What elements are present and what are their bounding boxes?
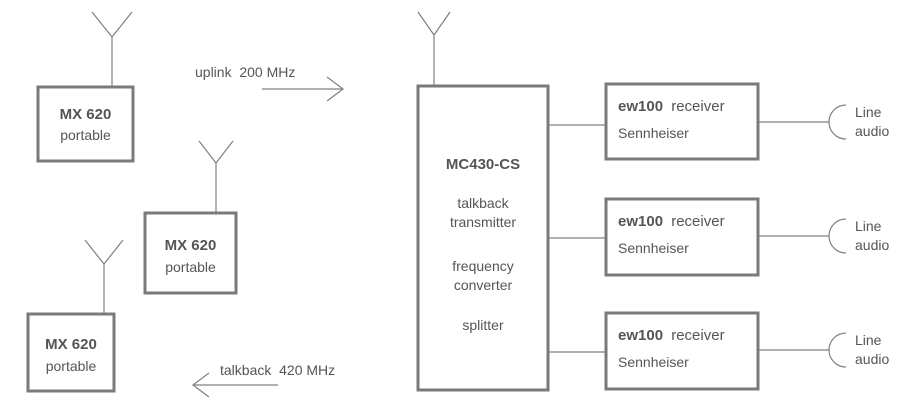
portable-unit-2: MX 620 portable — [143, 140, 238, 295]
talkback-arrow — [192, 372, 278, 398]
antenna-icon — [91, 11, 133, 87]
central-unit-title: MC430-CS — [446, 156, 520, 173]
receiver-brand: Sennheiser — [618, 125, 689, 141]
receiver-name: receiver — [671, 213, 724, 230]
receiver-model: ew100 — [618, 98, 663, 115]
central-unit-box — [416, 84, 550, 392]
portable-type: portable — [165, 259, 216, 275]
portable-unit-1: MX 620 portable — [36, 11, 135, 163]
receiver-unit-1: ew100 receiver Sennheiser Line audio — [548, 82, 889, 161]
receiver-name: receiver — [671, 98, 724, 115]
function-label: transmitter — [450, 214, 516, 230]
receiver-unit-2: ew100 receiver Sennheiser Line audio — [548, 197, 889, 277]
output-label: audio — [855, 351, 889, 367]
function-label: frequency — [452, 258, 513, 274]
receiver-name: receiver — [671, 327, 724, 344]
receiver-box — [604, 197, 760, 277]
receiver-brand: Sennheiser — [618, 354, 689, 370]
antenna-icon — [84, 239, 124, 314]
receiver-title: ew100 receiver — [618, 213, 725, 230]
receiver-box — [604, 311, 760, 391]
function-label: converter — [454, 277, 513, 293]
portable-box — [36, 85, 135, 163]
uplink-label: uplink 200 MHz — [195, 64, 295, 80]
central-unit: MC430-CS talkback transmitter frequency … — [416, 11, 550, 392]
receiver-model: ew100 — [618, 327, 663, 344]
portable-model: MX 620 — [45, 336, 97, 353]
receiver-title: ew100 receiver — [618, 98, 725, 115]
function-label: splitter — [462, 317, 504, 333]
portable-box — [26, 312, 116, 393]
portable-unit-3: MX 620 portable — [26, 239, 124, 393]
output-label: audio — [855, 123, 889, 139]
talkback-label: talkback 420 MHz — [220, 362, 335, 378]
audio-connector-icon — [828, 218, 847, 254]
function-label: talkback — [457, 195, 509, 211]
portable-type: portable — [60, 127, 111, 143]
output-label: Line — [855, 104, 882, 120]
receiver-unit-3: ew100 receiver Sennheiser Line audio — [548, 311, 889, 391]
receiver-title: ew100 receiver — [618, 327, 725, 344]
output-label: Line — [855, 332, 882, 348]
portable-box — [143, 211, 238, 295]
output-label: Line — [855, 218, 882, 234]
antenna-icon — [417, 11, 451, 86]
portable-model: MX 620 — [165, 237, 217, 254]
uplink-arrow — [262, 76, 344, 102]
portable-type: portable — [46, 358, 97, 374]
output-label: audio — [855, 237, 889, 253]
receiver-brand: Sennheiser — [618, 240, 689, 256]
antenna-icon — [198, 140, 234, 213]
portable-model: MX 620 — [60, 106, 112, 123]
receiver-box — [604, 82, 760, 161]
audio-connector-icon — [828, 332, 847, 368]
receiver-model: ew100 — [618, 213, 663, 230]
audio-connector-icon — [828, 104, 847, 140]
